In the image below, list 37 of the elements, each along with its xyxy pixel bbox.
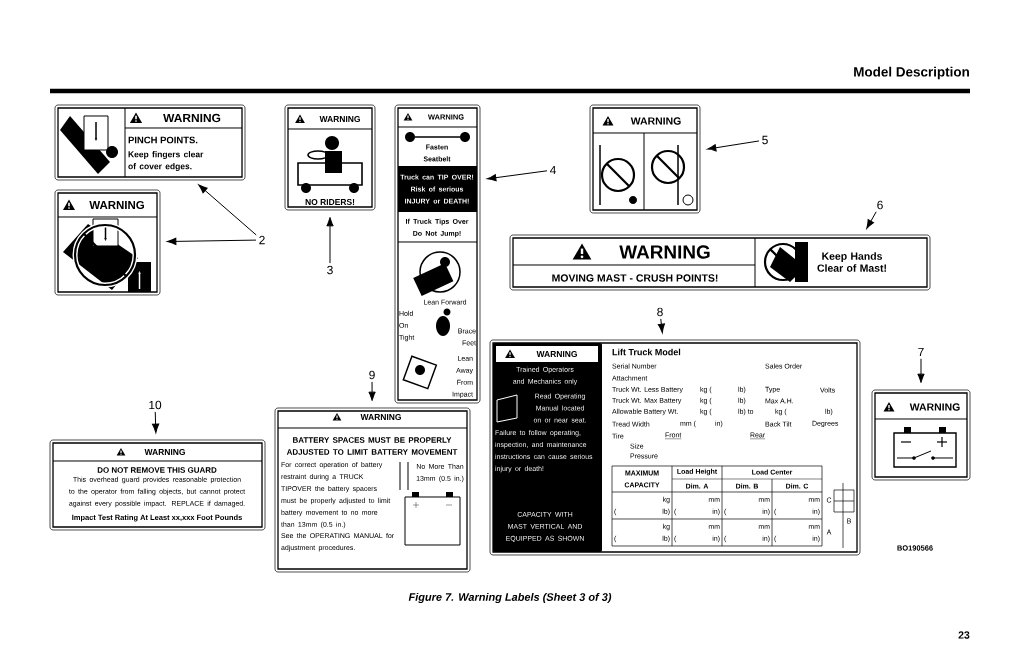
arrow (326, 216, 334, 264)
label-text: PINCH POINTS. (128, 136, 198, 144)
arrow (486, 170, 548, 182)
callout-number: 9 (369, 370, 375, 380)
label-text: Keep Hands Clear of Mast! (817, 252, 886, 272)
label-text: WARNING (319, 116, 360, 122)
label-text: WARNING (619, 245, 710, 259)
label-text: Lift Truck Model (612, 348, 681, 356)
label-text: WARNING (630, 117, 681, 125)
label-text: WARNING (909, 403, 960, 411)
arrow (166, 237, 257, 246)
arrow (866, 211, 877, 229)
callout-number: 3 (327, 265, 333, 275)
callout-number: 10 (149, 400, 162, 410)
label-text: WARNING (144, 449, 185, 455)
callout-number: 2 (259, 235, 265, 245)
label-text: MOVING MAST - CRUSH POINTS! (552, 274, 718, 282)
callout-number: 6 (877, 200, 883, 210)
arrow (368, 381, 376, 402)
page-heading: Model Description (854, 66, 969, 80)
arrow (706, 140, 760, 152)
callout-number: 7 (918, 347, 924, 357)
label-text: Keep fingers clear of cover edges. (128, 151, 204, 171)
arrow (151, 411, 160, 434)
callout-number: 5 (762, 135, 768, 145)
label-text: WARNING (163, 113, 221, 123)
label-text: WARNING (360, 414, 401, 420)
label-text: WARNING (89, 200, 144, 210)
callout-number: 8 (657, 307, 663, 317)
arrow (657, 318, 665, 334)
arrow (917, 358, 925, 384)
label-text: WARNING (536, 351, 577, 357)
label-text: 23 (958, 631, 970, 639)
callout-number: 4 (549, 165, 556, 175)
figure-caption: Figure 7. Warning Labels (Sheet 3 of 3) (408, 592, 612, 604)
arrow (198, 184, 257, 236)
label-text: NO RIDERS! (305, 199, 355, 205)
